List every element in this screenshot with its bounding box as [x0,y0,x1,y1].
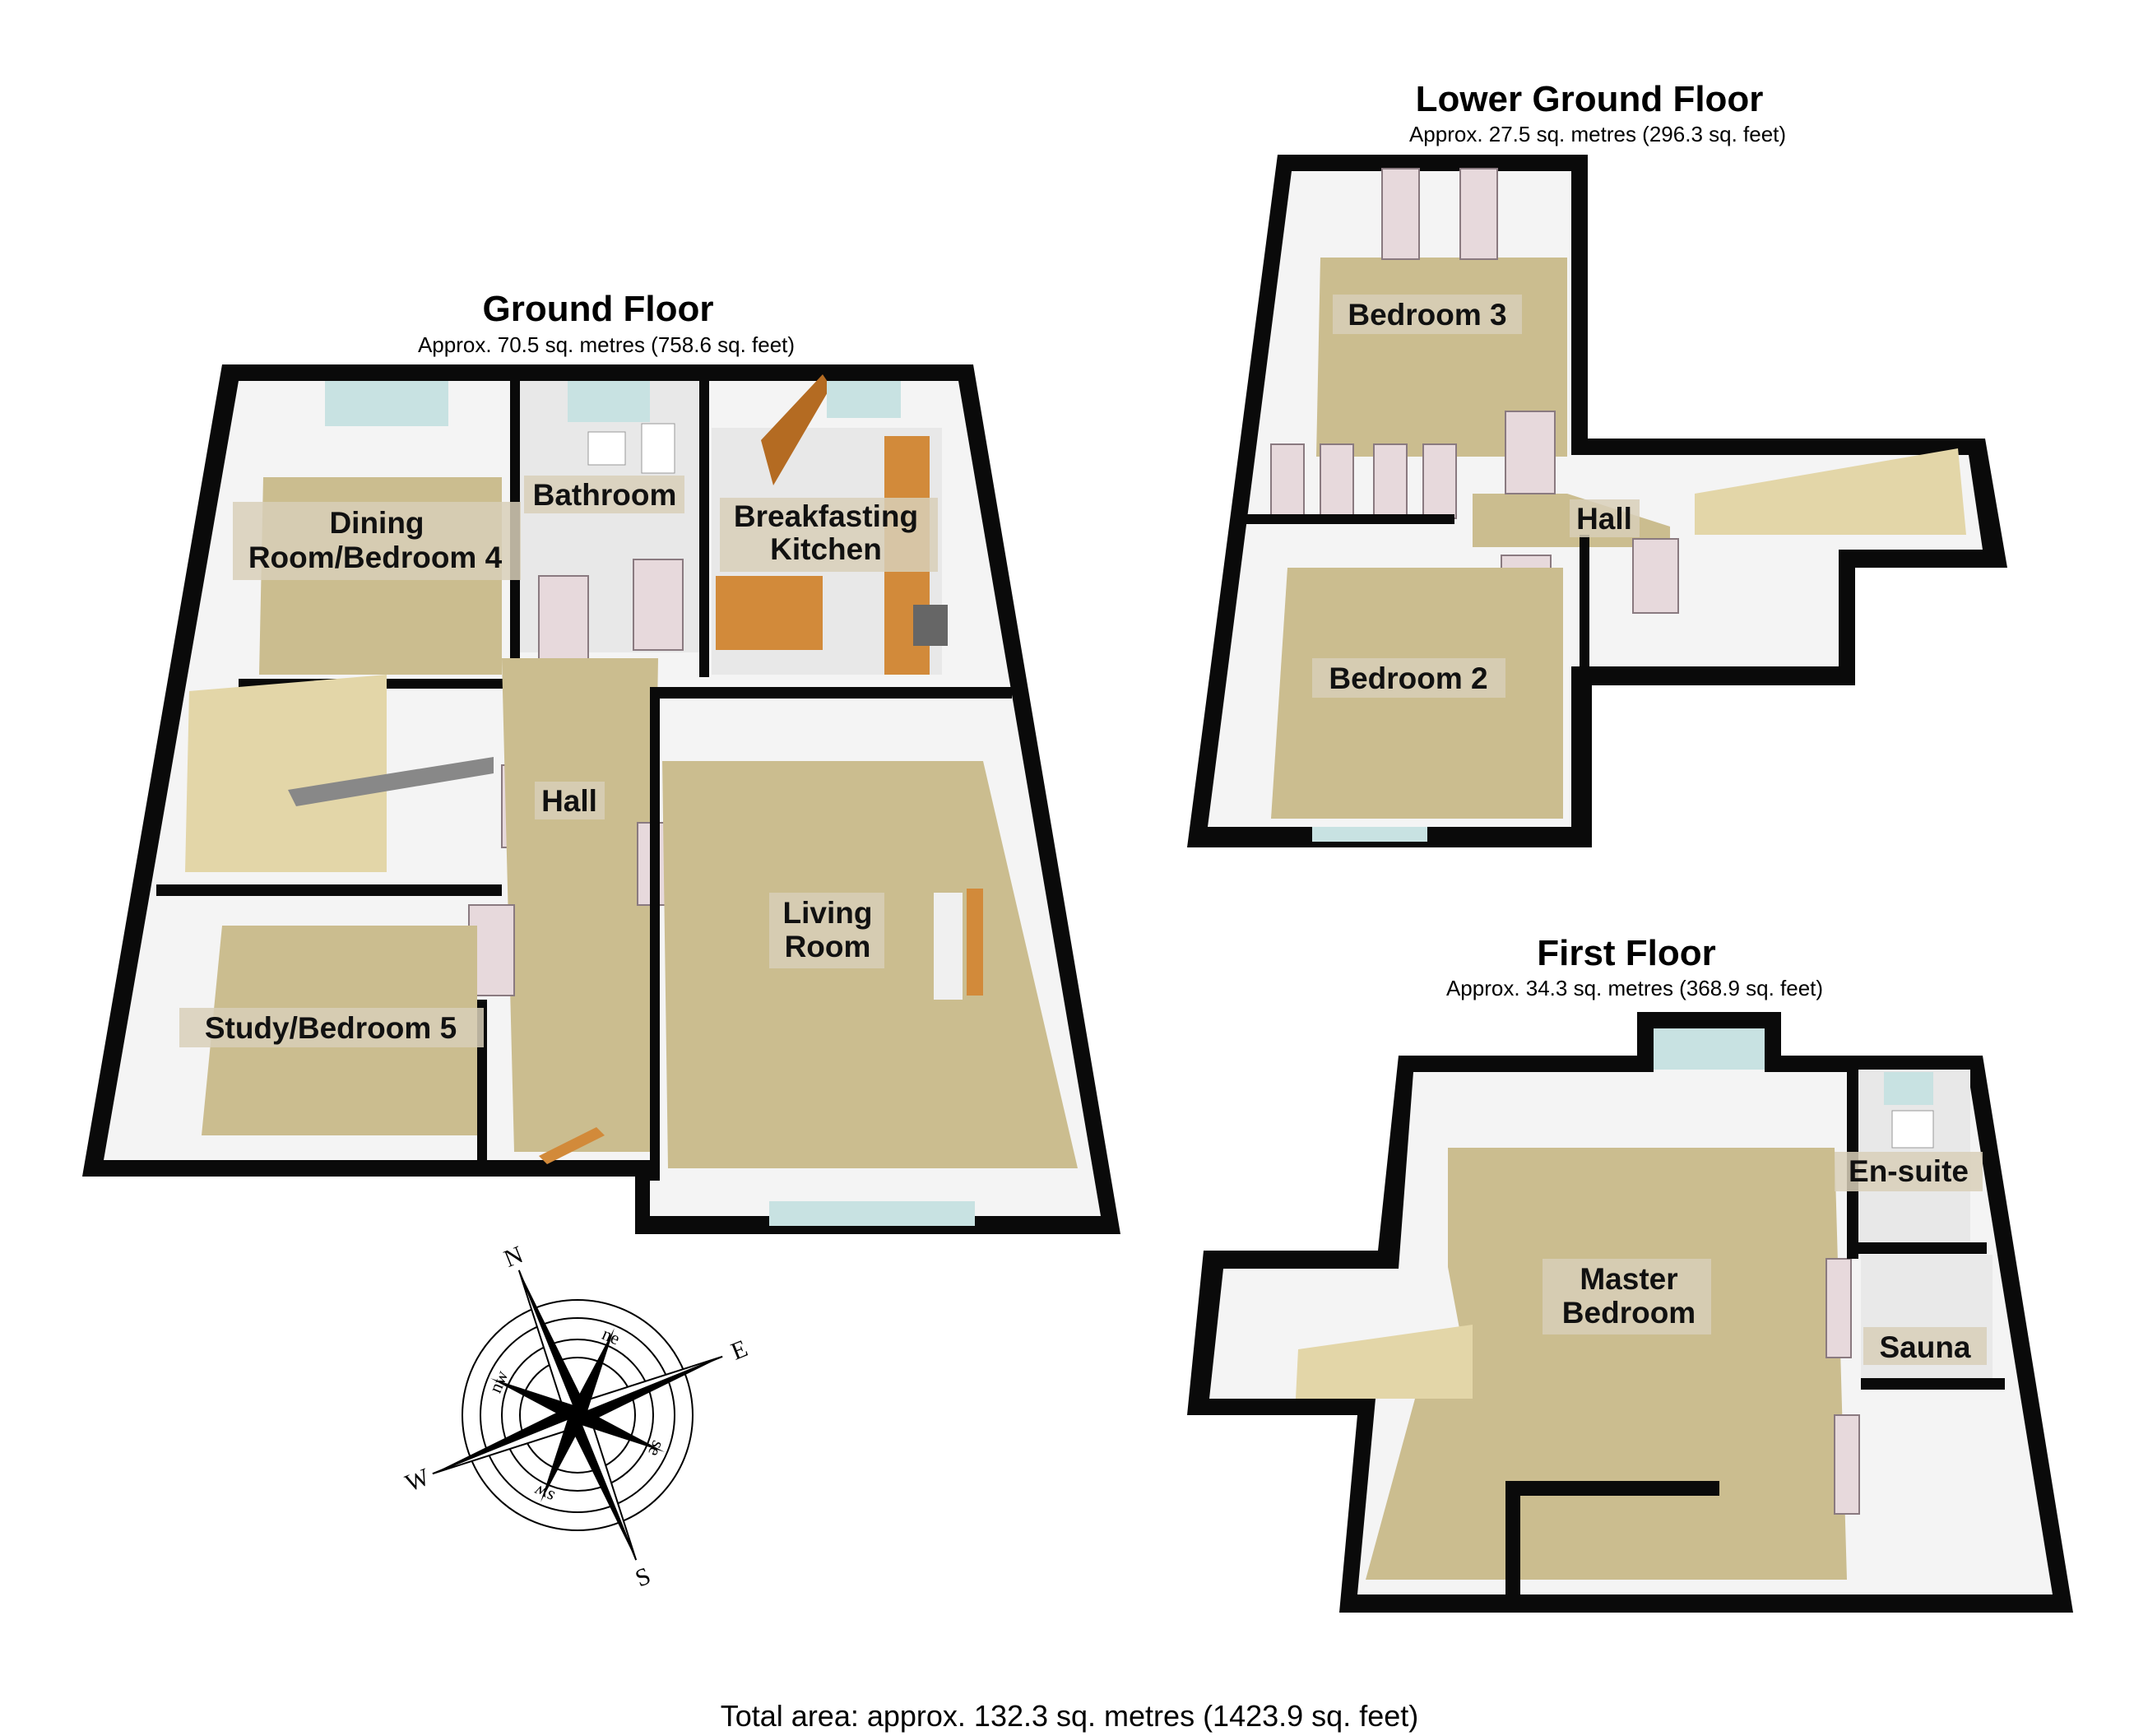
ground-stairs [156,675,527,896]
lower-floor-title: Lower Ground Floor [1416,79,1764,119]
ground-floor-title: Ground Floor [482,289,713,329]
kitchen-door [761,374,831,485]
bathroom-door [538,575,589,667]
bathroom [510,381,709,677]
hall-door-right [1632,538,1679,614]
compass-outer-ring [462,1299,694,1531]
ground-floor: Dining Room/Bedroom 4 Bathroom Breakfast… [82,289,1120,1234]
bedroom2-label: Bedroom 2 [1329,661,1487,695]
compass-w: W [401,1463,434,1497]
ground-floor-area: Approx. 70.5 sq. metres (758.6 sq. feet) [418,332,795,357]
ensuite-window [1884,1072,1933,1105]
living-label-line2: Room [785,930,871,963]
ground-hall-label: Hall [541,784,597,818]
sauna [1861,1255,2005,1390]
kitchen-label-line2: Kitchen [770,532,882,566]
basin-icon [587,431,626,466]
bedroom3-door-left [1381,168,1420,260]
bedroom-2 [1271,568,1563,842]
master-label-line1: Master [1580,1262,1677,1296]
living-window [769,1201,975,1226]
bedroom3-label: Bedroom 3 [1348,298,1506,332]
bedroom3-door-right [1459,168,1498,260]
lower-labels: Bedroom 3 Hall Bedroom 2 [1312,295,1640,698]
dining-window [325,381,448,426]
kitchen-label-line1: Breakfasting [734,499,918,533]
ensuite-basin-icon [1891,1110,1934,1149]
lower-floor-area: Approx. 27.5 sq. metres (296.3 sq. feet) [1409,122,1786,146]
hob-icon [913,605,948,646]
compass-n: N [500,1241,527,1273]
study-label: Study/Bedroom 5 [205,1011,457,1045]
fireplace-icon [934,893,963,1000]
wardrobe-door-4 [1422,443,1457,519]
first-floor-title: First Floor [1537,933,1716,973]
first-labels: En-suite Master Bedroom Sauna [1543,1152,1987,1365]
master-window [1654,1028,1765,1070]
bathroom-label: Bathroom [533,478,677,512]
dining-label-line2: Room/Bedroom 4 [248,541,503,574]
compass-sw: sw [531,1481,557,1508]
lower-ground-floor: Bedroom 3 Hall Bedroom 2 Lower Ground Fl… [1187,79,2007,847]
compass-s: S [632,1562,655,1593]
first-floor-area: Approx. 34.3 sq. metres (368.9 sq. feet) [1446,976,1823,1000]
living-label-line1: Living [783,896,873,930]
ground-labels: Dining Room/Bedroom 4 Bathroom Breakfast… [179,476,938,1047]
bathroom-window [568,381,650,422]
compass-e: E [727,1334,751,1365]
ensuite-label: En-suite [1849,1154,1969,1188]
closet-door [1834,1414,1860,1515]
wardrobe-door-1 [1270,443,1305,519]
bedroom2-window [1312,827,1427,842]
compass-rose: N E S W ne se sw nw [401,1241,751,1593]
kitchen-window [827,381,901,418]
first-floor: En-suite Master Bedroom Sauna First Floo… [1187,933,2073,1613]
front-door [539,1127,605,1164]
kitchen-island [716,576,823,650]
total-area: Total area: approx. 132.3 sq. metres (14… [721,1699,1418,1733]
lower-hall-label: Hall [1576,502,1632,536]
mantel-icon [967,889,983,996]
first-stairs [1296,1325,1473,1399]
master-label-line2: Bedroom [1562,1296,1696,1330]
master-bedroom [1296,1028,1860,1596]
sauna-door [1825,1258,1852,1358]
toilet-icon [641,423,675,474]
wardrobe-door-2 [1320,443,1354,519]
dining-label-line1: Dining [329,506,424,540]
sauna-label: Sauna [1879,1330,1970,1364]
compass-nw: nw [485,1367,513,1396]
bathroom-door-2 [633,559,684,651]
wardrobe-door-3 [1373,443,1408,519]
hall-door-upper [1505,411,1556,494]
